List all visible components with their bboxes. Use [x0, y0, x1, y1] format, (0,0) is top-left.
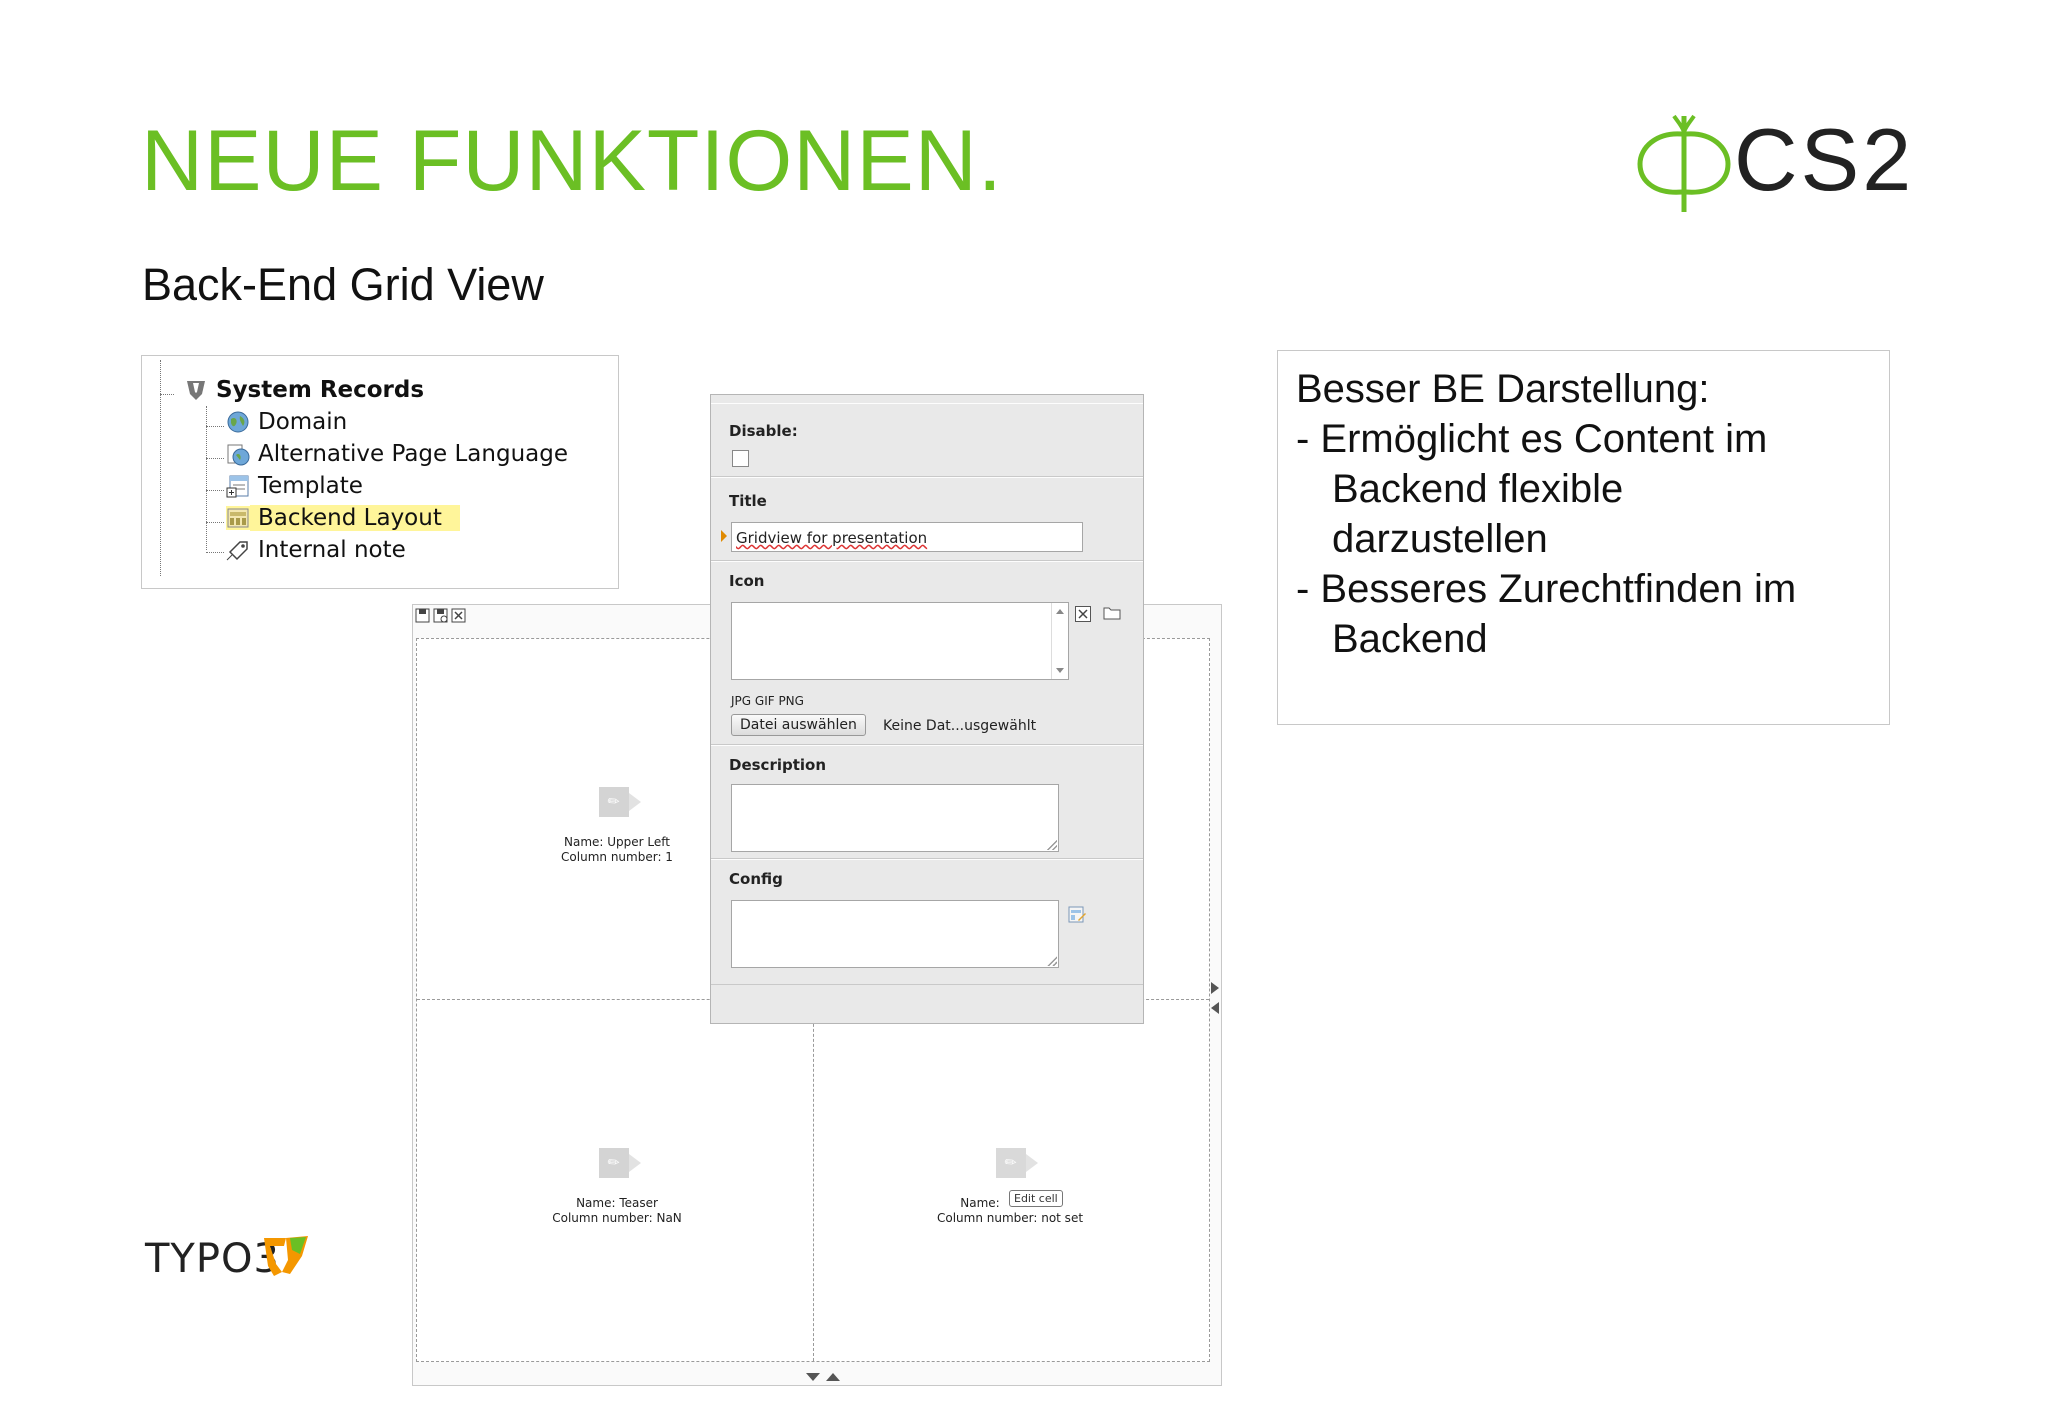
- tree-item-domain[interactable]: Domain: [226, 408, 347, 436]
- globe-icon: [226, 410, 250, 434]
- add-column-right-arrow-icon[interactable]: [1210, 978, 1220, 1023]
- allowed-file-types: JPG GIF PNG: [731, 694, 804, 708]
- close-icon[interactable]: [451, 608, 466, 623]
- edit-cell-pencil-icon[interactable]: ✎: [599, 1148, 641, 1178]
- cell-column-number: Column number: 1: [561, 850, 673, 864]
- folder-icon[interactable]: [1103, 606, 1121, 625]
- cell-name: Name:: [960, 1196, 1000, 1210]
- cell-name: Name: Upper Left: [564, 835, 670, 849]
- template-icon: [226, 474, 250, 498]
- backend-layout-form: Disable: Title Gridview for presentation…: [710, 394, 1144, 1024]
- config-section: Config: [711, 859, 1143, 985]
- info-line: darzustellen: [1332, 517, 1548, 561]
- choose-file-button[interactable]: Datei auswählen: [731, 714, 866, 736]
- typo3-logo-text: TYPO3: [145, 1236, 280, 1282]
- config-label: Config: [729, 870, 783, 888]
- scrollbar[interactable]: [1051, 603, 1068, 679]
- system-records-tree: System Records Domain Alternative Page L…: [141, 355, 619, 589]
- info-line: - Ermöglicht es Content im: [1296, 417, 1768, 461]
- cell-name: Name: Teaser: [576, 1196, 658, 1210]
- config-textarea[interactable]: [731, 900, 1059, 968]
- layout-wizard-icon[interactable]: [1067, 904, 1087, 929]
- title-section: Title Gridview for presentation: [711, 477, 1143, 561]
- grid-cell-upper-left[interactable]: ✎ Name: Upper Left Column number: 1: [417, 639, 813, 999]
- save-icon[interactable]: [415, 608, 430, 623]
- remove-file-icon[interactable]: [1075, 606, 1091, 622]
- tree-item-label: Alternative Page Language: [258, 441, 568, 467]
- tree-root-label: System Records: [216, 377, 425, 403]
- typo3-logo-icon: [262, 1234, 310, 1285]
- title-label: Title: [729, 492, 767, 510]
- info-line: Backend flexible: [1332, 467, 1624, 511]
- grid-toolbar: [415, 608, 469, 629]
- title-input[interactable]: Gridview for presentation: [731, 522, 1083, 552]
- tree-item-alternative-page-language[interactable]: Alternative Page Language: [226, 440, 568, 468]
- typo3-shield-icon: [184, 378, 208, 402]
- description-label: Description: [729, 756, 827, 774]
- info-line-heading: Besser BE Darstellung:: [1296, 367, 1710, 411]
- required-marker-icon: [721, 530, 727, 542]
- info-box: Besser BE Darstellung: - Ermöglicht es C…: [1277, 350, 1890, 725]
- icon-section: Icon JPG GIF PNG Datei auswählen Keine D…: [711, 561, 1143, 745]
- tree-item-internal-note[interactable]: Internal note: [226, 536, 406, 564]
- tree-item-label: Domain: [258, 409, 348, 435]
- description-section: Description: [711, 745, 1143, 859]
- icon-label: Icon: [729, 572, 765, 590]
- tag-icon: [226, 538, 250, 562]
- info-line: - Besseres Zurechtfinden im: [1296, 567, 1797, 611]
- edit-cell-tooltip: Edit cell: [1009, 1190, 1063, 1207]
- file-status: Keine Dat...usgewählt: [883, 718, 1037, 734]
- tree-item-label: Template: [258, 473, 363, 499]
- tree-item-backend-layout[interactable]: Backend Layout: [226, 504, 460, 532]
- cs2-logo: CS2: [1636, 112, 1911, 216]
- cs2-logo-text: CS2: [1734, 110, 1915, 209]
- disable-label: Disable:: [729, 422, 798, 440]
- tree-item-label: Backend Layout: [250, 505, 460, 531]
- resize-handle-icon[interactable]: [1047, 956, 1057, 966]
- add-row-down-arrow-icon[interactable]: [804, 1370, 844, 1388]
- resize-handle-icon[interactable]: [1047, 840, 1057, 850]
- grid-cell-right[interactable]: ✎ Name: Column number: not set Edit cell: [814, 1000, 1209, 1360]
- edit-cell-pencil-icon[interactable]: ✎: [599, 787, 641, 817]
- tree-item-label: Internal note: [258, 537, 406, 563]
- icon-file-list[interactable]: [731, 602, 1069, 680]
- disable-section: Disable:: [711, 403, 1143, 477]
- layout-icon: [226, 506, 250, 530]
- slide-subtitle: Back-End Grid View: [142, 259, 544, 310]
- save-close-icon[interactable]: [433, 608, 448, 623]
- tree-item-template[interactable]: Template: [226, 472, 363, 500]
- cs2-leaf-icon: [1637, 114, 1731, 212]
- tree-root-system-records[interactable]: System Records: [184, 376, 424, 404]
- grid-cell-teaser[interactable]: ✎ Name: Teaser Column number: NaN: [417, 1000, 813, 1360]
- disable-checkbox[interactable]: [732, 450, 749, 467]
- info-line: Backend: [1332, 617, 1488, 661]
- slide-title: NEUE FUNKTIONEN.: [141, 113, 1003, 209]
- cell-column-number: Column number: not set: [936, 1211, 1084, 1225]
- globe-page-icon: [226, 442, 250, 466]
- edit-cell-pencil-icon[interactable]: ✎: [996, 1148, 1038, 1178]
- cell-column-number: Column number: NaN: [552, 1211, 682, 1225]
- description-textarea[interactable]: [731, 784, 1059, 852]
